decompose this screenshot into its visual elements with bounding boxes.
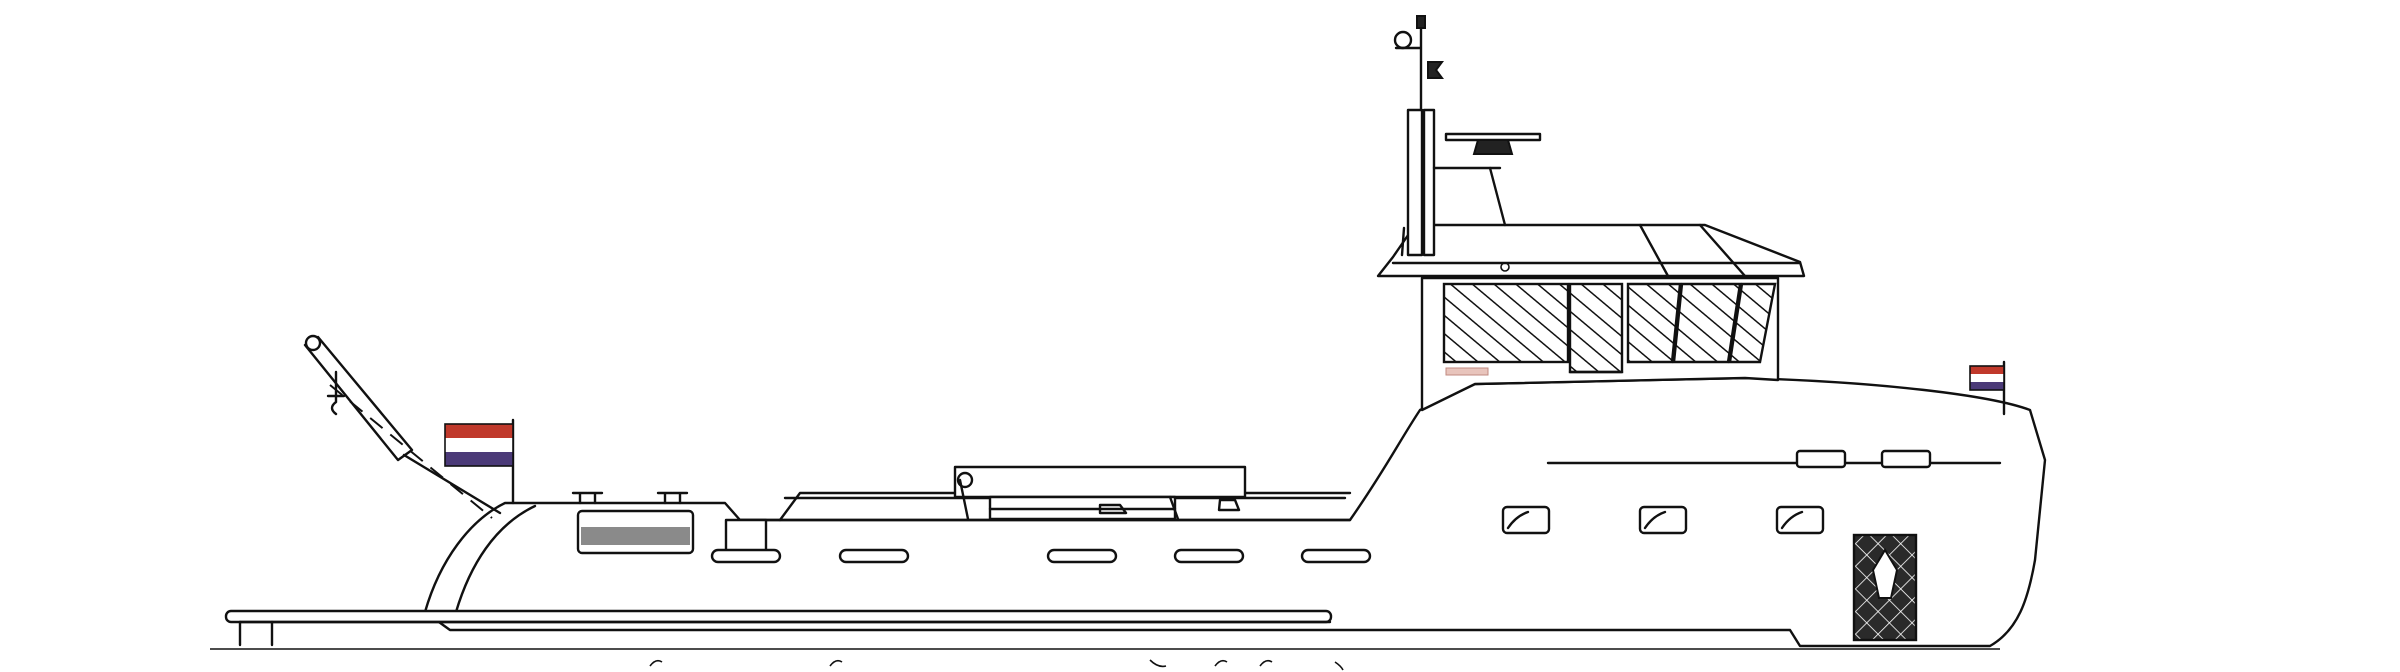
roof-seam-1 [1638, 223, 1670, 278]
wheelhouse-window [1728, 282, 1777, 364]
hull-window [1501, 505, 1551, 535]
wheelhouse-door [1568, 282, 1624, 374]
mast-stay [1400, 226, 1406, 257]
stern-flag [444, 418, 515, 505]
flag-border [444, 423, 514, 467]
deck-ports [710, 548, 1372, 564]
radar-head [1472, 139, 1514, 155]
hatch-gear [1098, 503, 1128, 515]
wheelhouse-roof [1376, 223, 1806, 278]
bow-flag-border [1969, 365, 2005, 391]
wheelhouse-window [1626, 282, 1682, 364]
upper-port [1880, 449, 1932, 469]
deck-port [838, 548, 910, 564]
wheelhouse-window [1672, 282, 1742, 364]
hull-window [1775, 505, 1825, 535]
deck-box [724, 518, 768, 554]
hatch-fitting [1217, 498, 1241, 512]
mast-pole [1406, 108, 1424, 257]
window-glare [1780, 510, 1804, 530]
mark [1334, 661, 1344, 671]
bollard-1 [571, 491, 604, 505]
wheelhouse-window [1442, 282, 1570, 364]
mast-cap [1416, 15, 1426, 29]
mast-light [1393, 30, 1413, 50]
crane-sheave [304, 334, 322, 352]
bollard-2 [656, 491, 689, 505]
mark [1259, 659, 1273, 667]
mast-pole-inner [1422, 108, 1436, 257]
wheelhouse-windows [1442, 282, 1777, 374]
deck-port [1173, 548, 1245, 564]
hatch-post-2 [1168, 495, 1180, 521]
sheer-line [454, 504, 537, 614]
crane-boom [303, 335, 414, 462]
flag-stripe-blue [445, 452, 513, 466]
anchor-icon [1871, 548, 1899, 599]
crane-cable [329, 384, 493, 519]
mast [1393, 15, 1542, 257]
crane-base [402, 453, 502, 515]
flag-stripe-white [445, 438, 513, 452]
window-glare [1643, 510, 1667, 530]
roof-seam-2 [1698, 223, 1747, 278]
fender-strip [224, 609, 1333, 624]
deck-port [1300, 548, 1372, 564]
deck-hatch [953, 465, 1247, 499]
roof-lamp [1500, 262, 1510, 272]
flag-stripe-red [445, 424, 513, 438]
mark [649, 659, 663, 667]
underwater-marks [649, 659, 1344, 671]
window-glare [1506, 510, 1530, 530]
hull-window [1638, 505, 1688, 535]
aft-crane [303, 334, 502, 519]
bow-flag [1969, 360, 2006, 416]
radar-brace [1488, 166, 1507, 227]
crane-hook [326, 370, 346, 416]
name-plate [1445, 367, 1489, 376]
bow-flag-stripe-blue [1970, 382, 2004, 390]
mast-flag [1427, 61, 1444, 79]
deck-port [710, 548, 782, 564]
upper-port [1795, 449, 1847, 469]
mark [1214, 659, 1228, 667]
bow-flag-stripe-white [1970, 374, 2004, 382]
liferaft-band [581, 527, 690, 545]
bow-flag-stripe-red [1970, 366, 2004, 374]
mark [829, 659, 843, 667]
hatch-post-1 [958, 478, 970, 521]
mark [1149, 659, 1167, 668]
deck-port [1046, 548, 1118, 564]
hull-windows [1501, 505, 1825, 535]
